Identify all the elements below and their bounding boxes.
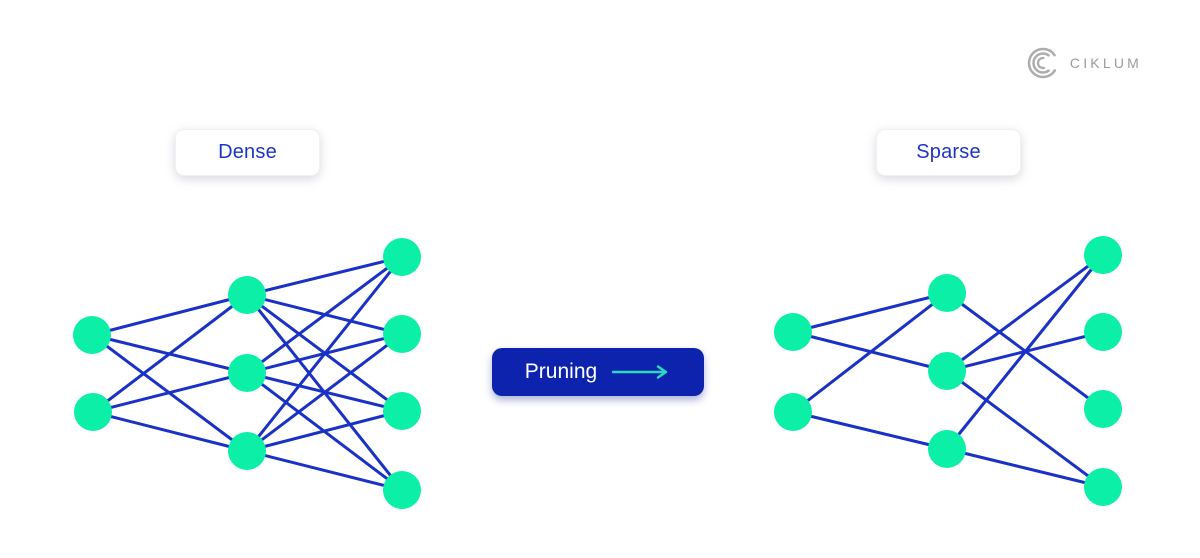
brand-logo: CIKLUM xyxy=(1026,46,1142,80)
edge xyxy=(246,332,403,453)
sparse-network xyxy=(774,236,1122,506)
input-node xyxy=(774,313,812,351)
output-node xyxy=(383,392,421,430)
input-node xyxy=(774,393,812,431)
edge xyxy=(92,371,248,414)
input-node xyxy=(74,393,112,431)
hidden-node xyxy=(228,354,266,392)
brand-name: CIKLUM xyxy=(1069,55,1142,71)
edge xyxy=(246,409,403,453)
hidden-node xyxy=(928,352,966,390)
edge xyxy=(945,254,1105,450)
hidden-node xyxy=(928,274,966,312)
dense-network xyxy=(73,238,421,509)
edge xyxy=(245,256,404,452)
pruning-button[interactable]: Pruning xyxy=(492,348,704,396)
edge xyxy=(246,255,403,297)
dense-label-card: Dense xyxy=(175,129,320,176)
edge xyxy=(91,293,248,337)
edge xyxy=(792,291,948,414)
hidden-node xyxy=(928,430,966,468)
hidden-node xyxy=(228,432,266,470)
sparse-label: Sparse xyxy=(916,141,981,163)
output-node xyxy=(1084,313,1122,351)
output-node xyxy=(383,238,421,276)
dense-label: Dense xyxy=(218,141,277,163)
sparse-label-card: Sparse xyxy=(876,129,1021,176)
ciklum-logo-icon xyxy=(1027,47,1059,79)
output-node xyxy=(1084,468,1122,506)
edge xyxy=(246,255,403,375)
pruning-button-label: Pruning xyxy=(524,360,598,383)
edge xyxy=(92,410,248,453)
edge xyxy=(792,410,948,451)
arrow-right-icon xyxy=(611,365,668,379)
output-node xyxy=(1084,236,1122,274)
edge xyxy=(946,369,1104,489)
edge xyxy=(246,449,403,492)
edge xyxy=(92,293,248,414)
output-node xyxy=(383,471,421,509)
input-node xyxy=(73,316,111,354)
hidden-node xyxy=(228,276,266,314)
edge xyxy=(792,291,948,334)
edge xyxy=(946,447,1104,489)
output-node xyxy=(383,315,421,353)
output-node xyxy=(1084,390,1122,428)
edge xyxy=(946,253,1104,373)
